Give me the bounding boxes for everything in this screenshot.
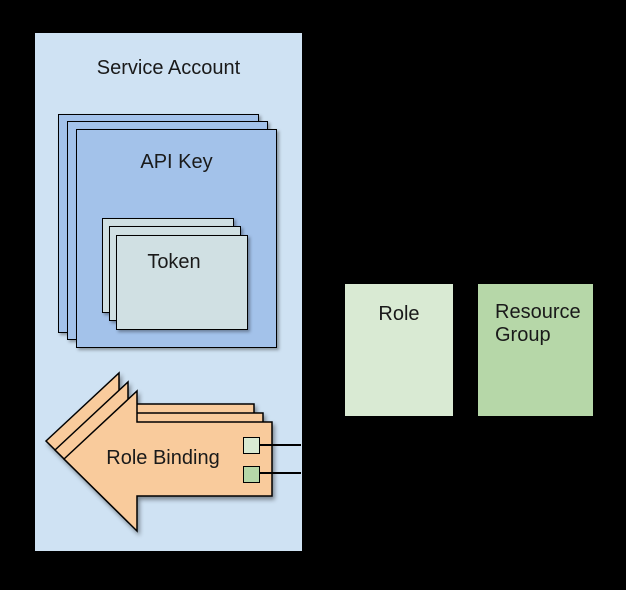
service-account-label: Service Account bbox=[96, 57, 241, 79]
role-port-swatch bbox=[243, 437, 260, 454]
token-label: Token bbox=[147, 251, 201, 273]
role-box bbox=[345, 284, 453, 416]
role-binding-arrow bbox=[44, 371, 273, 533]
role-binding-label: Role Binding bbox=[106, 447, 220, 469]
resource-group-box bbox=[478, 284, 593, 416]
role-binding-layer-front bbox=[62, 389, 273, 533]
api-key-label: API Key bbox=[140, 151, 213, 173]
resource-group-label: Resource Group bbox=[495, 301, 581, 346]
resource-group-connector-line bbox=[259, 472, 301, 474]
token-layer-front bbox=[116, 235, 248, 330]
role-connector-line bbox=[259, 444, 301, 446]
role-label: Role bbox=[378, 303, 420, 325]
resource-group-port-swatch bbox=[243, 466, 260, 483]
